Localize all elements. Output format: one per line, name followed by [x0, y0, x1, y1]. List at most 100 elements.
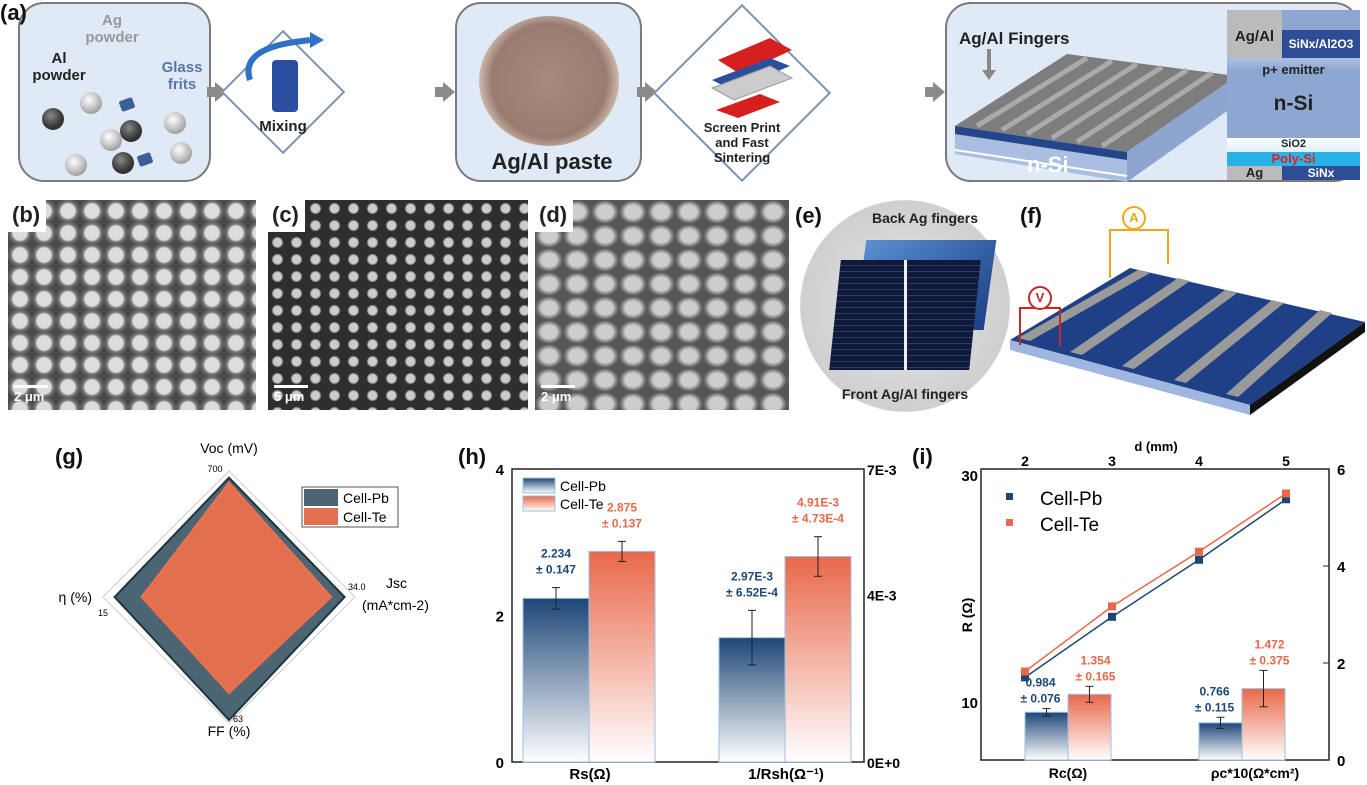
ag-particle	[100, 129, 122, 151]
bar-cell-te	[784, 555, 852, 763]
front-fingers-label: Front Ag/Al fingers	[841, 386, 969, 402]
glass-frit	[136, 151, 154, 168]
voltmeter-icon: V	[1035, 290, 1045, 305]
data-label: ± 0.147	[536, 563, 576, 577]
radar-axis-max: 34.0	[348, 582, 366, 592]
data-label: ± 0.115	[1195, 700, 1235, 714]
radar-axis-max: 700	[207, 464, 222, 474]
scale-bar: 2 μm	[541, 385, 575, 404]
left-tick-label: 4	[496, 462, 505, 479]
bar-cell-pb	[522, 597, 590, 763]
oxide-layer: SiO2	[1227, 138, 1360, 152]
radar-axis-label: Voc (mV)	[200, 440, 258, 456]
plot-frame	[511, 468, 865, 763]
right-tick-label: 7E-3	[867, 462, 897, 478]
data-label: 2.97E-3	[731, 569, 773, 583]
ag-powder-label: Ag powder	[85, 12, 139, 46]
legend-swatch	[304, 508, 338, 525]
poly-layer: Poly-Si	[1227, 152, 1360, 166]
right-tick-label: 4E-3	[867, 588, 897, 604]
data-label: ± 0.165	[1076, 669, 1116, 683]
right-tick-label: 4	[1337, 559, 1346, 576]
bar-cell-te	[1067, 693, 1112, 761]
bottom-contact-layer: Ag	[1227, 166, 1282, 180]
bottom-passivation-layer: SiNx	[1282, 166, 1360, 180]
data-point	[1021, 673, 1029, 682]
panel-label-b: (b)	[8, 200, 47, 232]
fingers-label: Ag/Al Fingers	[959, 29, 1070, 48]
right-tick-label: 0	[1337, 753, 1345, 770]
data-label: 4.91E-3	[797, 496, 839, 510]
legend-swatch	[304, 489, 338, 506]
panel-label-d: (d)	[535, 200, 574, 232]
finger-line	[904, 260, 907, 370]
right-tick-label: 6	[1337, 462, 1345, 479]
screen-print-icon	[710, 38, 794, 118]
bar-cell-pb	[1198, 722, 1243, 761]
y-axis-title: R (Ω)	[959, 598, 975, 633]
data-label: 0.766	[1199, 684, 1229, 698]
left-tick-label: 10	[961, 695, 978, 712]
scale-bar: 2 μm	[14, 385, 48, 404]
right-tick-label: 0E+0	[867, 755, 900, 771]
legend-label: Cell-Pb	[343, 490, 389, 506]
mixer-icon	[245, 32, 324, 112]
line-cell-te	[1024, 492, 1287, 673]
top-tick-label: 5	[1282, 453, 1290, 469]
glass-frits-label: Glass frits	[161, 59, 203, 93]
legend-label: Cell-Te	[560, 496, 604, 512]
sem-image-al-powder: (c) 5 μm	[268, 200, 528, 410]
data-point	[1282, 489, 1290, 498]
data-point	[1108, 602, 1116, 611]
panel-label-h: (h)	[458, 444, 487, 469]
legend-swatch	[522, 495, 556, 512]
data-point	[1108, 612, 1116, 621]
plot-frame	[980, 468, 1330, 761]
ag-particle	[80, 92, 102, 114]
ag-particle	[170, 142, 192, 164]
back-fingers-label: Back Ag fingers	[871, 210, 979, 226]
panel-label-i: (i)	[912, 444, 933, 469]
al-powder-label: Al powder	[32, 50, 86, 84]
radar-axis-unit: (mA*cm-2)	[362, 597, 429, 613]
data-label: ± 0.137	[602, 516, 642, 530]
al-particle	[42, 108, 64, 130]
radar-axis-max: 15	[98, 608, 108, 618]
left-tick-label: 0	[496, 755, 504, 772]
radar-axis-label: η (%)	[59, 589, 92, 605]
raw-materials-box: Al powder Ag powder Glass frits	[18, 2, 211, 182]
top-tick-label: 3	[1108, 453, 1116, 469]
data-label: ± 0.375	[1250, 653, 1290, 667]
al-particle	[120, 120, 142, 142]
screen-print-label: Screen Print and Fast Sintering	[703, 120, 781, 165]
data-point	[1195, 555, 1203, 564]
legend-label: Cell-Pb	[560, 478, 606, 494]
left-tick-label: 30	[961, 468, 978, 485]
cell-3d-illustration	[954, 49, 1227, 182]
category-label: 1/Rsh(Ω⁻¹)	[748, 766, 824, 783]
sem-image-paste: (d) 2 μm	[535, 200, 789, 410]
top-tick-label: 4	[1195, 453, 1203, 469]
panel-label-g: (g)	[55, 444, 84, 469]
legend-label: Cell-Pb	[1040, 489, 1102, 510]
top-axis-title: d (mm)	[1134, 440, 1177, 454]
legend-marker	[1006, 519, 1013, 526]
legend-marker	[1006, 493, 1013, 500]
passivation-layer: SiNx/Al2O3	[1282, 30, 1360, 58]
top-contact-layer: Ag/Al	[1227, 10, 1282, 58]
ag-particle	[164, 112, 186, 134]
scale-bar: 5 μm	[274, 385, 308, 404]
data-label: ± 0.076	[1021, 692, 1061, 706]
cell-photo: Back Ag fingers Front Ag/Al fingers	[800, 200, 1010, 412]
panel-label-c: (c)	[268, 200, 305, 232]
data-label: ± 4.73E-4	[792, 512, 844, 526]
data-point	[1282, 495, 1290, 504]
nsi-slab-label: n-Si	[1027, 152, 1069, 177]
paste-box: Ag/Al paste	[455, 2, 642, 182]
radar-axis-max: 63	[233, 714, 243, 724]
bar-cell-te	[588, 550, 656, 763]
emitter-layer: p+ emitter	[1262, 62, 1325, 77]
radar-series-cell-te	[140, 481, 333, 695]
